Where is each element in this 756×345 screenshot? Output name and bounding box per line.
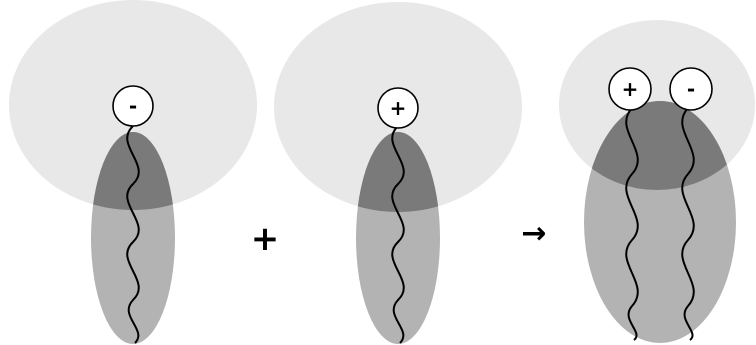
molecule-cationic: +: [274, 2, 522, 344]
head-charge-label: -: [687, 77, 695, 101]
catanionic-pair: + -: [559, 20, 755, 343]
head-charge-label: +: [390, 96, 407, 120]
head-charge-label: -: [129, 94, 137, 118]
head-charge-label: +: [622, 77, 639, 101]
molecule-anionic: -: [9, 0, 257, 344]
reaction-arrow: →: [521, 216, 546, 251]
plus-operator: +: [251, 219, 280, 259]
